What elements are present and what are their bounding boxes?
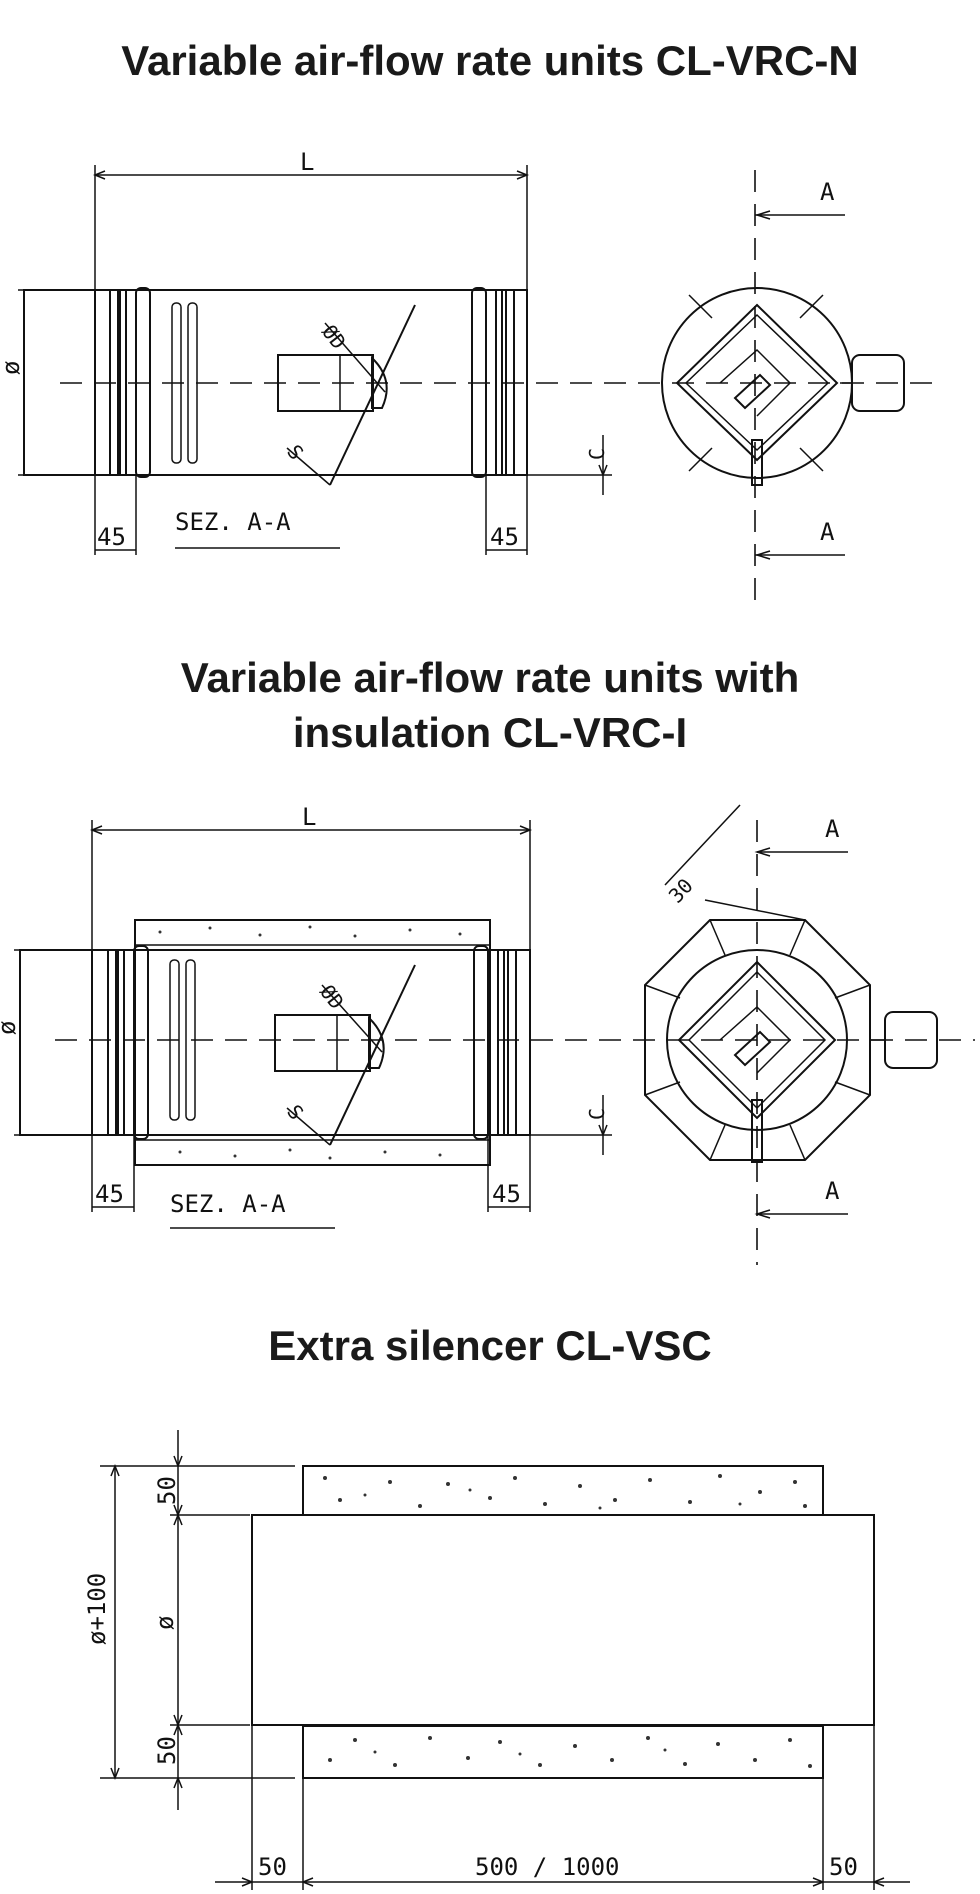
section-arrow-top: A bbox=[754, 815, 848, 857]
insulation-top-label: 50 bbox=[153, 1476, 181, 1505]
s-label: S bbox=[282, 1100, 308, 1124]
flange-left-label: 45 bbox=[97, 523, 126, 551]
diameter-label: ø bbox=[0, 361, 25, 375]
title-vrc-i-line2: insulation CL-VRC-I bbox=[292, 709, 688, 756]
section-view bbox=[661, 170, 905, 600]
outer-diameter-dimension: ø+100 bbox=[83, 1463, 295, 1781]
inner-dimension-chain: 50 ø 50 bbox=[151, 1430, 250, 1810]
drawing-vrc-n: L ø ØD S C bbox=[0, 148, 940, 600]
flange-left-label: 45 bbox=[95, 1180, 124, 1208]
title-vsc: Extra silencer CL-VSC bbox=[268, 1322, 712, 1369]
section-mark-bottom: A bbox=[825, 1177, 840, 1205]
length-dimension: L bbox=[89, 803, 533, 950]
flange-right-label: 45 bbox=[490, 523, 519, 551]
title-vrc-i-line1: Variable air-flow rate units with bbox=[180, 654, 800, 701]
length-label: L bbox=[300, 148, 314, 176]
insulation-block-bottom bbox=[302, 1725, 824, 1779]
flange-right-label: 45 bbox=[492, 1180, 521, 1208]
flange-dimensions: 45 45 bbox=[94, 475, 528, 555]
insulation-block-top bbox=[302, 1465, 824, 1516]
duct-body: ØD S bbox=[19, 945, 531, 1146]
insulation-label: 30 bbox=[664, 874, 698, 908]
outer-diameter-label: ø+100 bbox=[83, 1573, 111, 1645]
section-mark-top: A bbox=[825, 815, 840, 843]
section-arrow-bottom: A bbox=[754, 1177, 848, 1219]
dp-label: ØD bbox=[317, 320, 351, 354]
diameter-label: ø bbox=[0, 1021, 21, 1035]
insulation-jacket bbox=[134, 919, 491, 1166]
s-label: S bbox=[282, 440, 308, 464]
c-dimension: C bbox=[530, 1095, 612, 1155]
c-label: C bbox=[585, 1108, 609, 1120]
inner-diameter-label: ø bbox=[151, 1616, 179, 1630]
drawing-vsc: ø+100 50 ø 50 bbox=[83, 1430, 910, 1890]
section-mark-bottom: A bbox=[820, 518, 835, 546]
section-view: 30 bbox=[644, 804, 938, 1265]
middle-length-label: 500 / 1000 bbox=[475, 1853, 620, 1881]
flange-dimensions: 45 45 bbox=[91, 1135, 531, 1212]
section-label: SEZ. A-A bbox=[175, 508, 291, 536]
inner-duct bbox=[251, 1514, 875, 1726]
title-vrc-n: Variable air-flow rate units CL-VRC-N bbox=[121, 37, 859, 84]
end-left-label: 50 bbox=[258, 1853, 287, 1881]
duct-body: ØD S bbox=[23, 287, 528, 486]
section-arrow-bottom: A bbox=[754, 518, 845, 560]
c-label: C bbox=[585, 448, 609, 460]
drawing-vrc-i: L ø ØD S bbox=[0, 803, 975, 1265]
end-right-label: 50 bbox=[829, 1853, 858, 1881]
section-arrow-top: A bbox=[754, 178, 845, 220]
length-dimension-chain: 50 500 / 1000 50 bbox=[215, 1725, 910, 1890]
insulation-bottom-label: 50 bbox=[153, 1736, 181, 1765]
title-vrc-i: Variable air-flow rate units with insula… bbox=[0, 650, 980, 760]
section-mark-top: A bbox=[820, 178, 835, 206]
diameter-dimension: ø bbox=[0, 949, 92, 1136]
length-dimension: L bbox=[92, 148, 530, 290]
c-dimension: C bbox=[527, 435, 612, 495]
section-label: SEZ. A-A bbox=[170, 1190, 286, 1218]
length-label: L bbox=[302, 803, 316, 831]
